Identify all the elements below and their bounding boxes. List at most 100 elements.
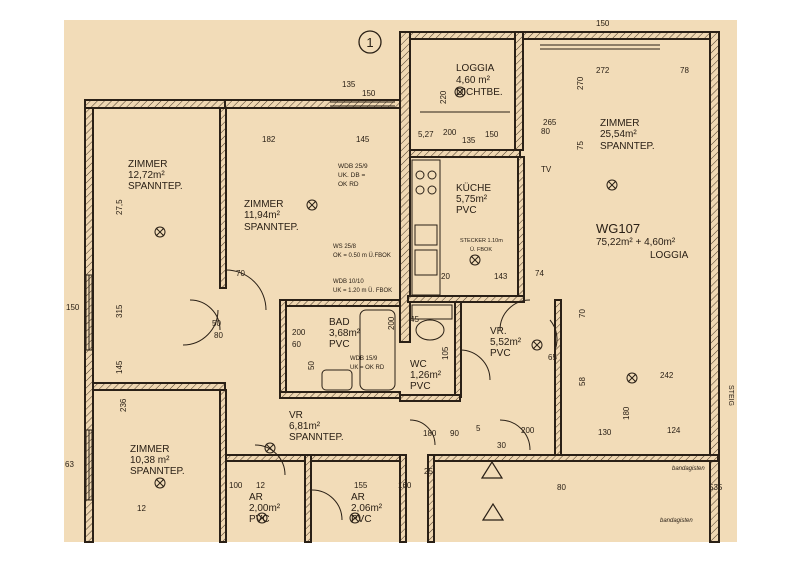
room-floor: SPANNTEP. <box>289 432 344 443</box>
dimension-text: 80 <box>541 127 550 136</box>
room-area: 25,54m² <box>600 129 637 140</box>
room-floor: PVC <box>329 339 350 350</box>
dimension-text: 200 <box>443 128 457 137</box>
dimension-text: 58 <box>578 377 587 386</box>
tape-label: bandagisten <box>672 466 705 472</box>
note-line: OK = 0.50 m Ü.FBOK <box>333 252 391 259</box>
room-area: 5,52m² <box>490 337 522 348</box>
room-name: ZIMMER <box>600 118 639 129</box>
room-name: ZIMMER <box>130 444 169 455</box>
dimension-text: 105 <box>441 346 450 360</box>
room-floor: SPANNTEP. <box>130 466 185 477</box>
dimension-text: 200 <box>387 316 396 330</box>
tape-label: bandagisten <box>660 518 693 524</box>
dimension-text: 145 <box>356 135 370 144</box>
room-floor: PVC <box>249 514 270 525</box>
room-name: LOGGIA <box>456 63 495 74</box>
room-floor: PVC <box>351 514 372 525</box>
dimension-text: 50 <box>307 361 316 370</box>
dimension-text: 75 <box>576 141 585 150</box>
dimension-text: 200 <box>521 426 535 435</box>
dimension-text: 180 <box>423 429 437 438</box>
dimension-text: 50 <box>212 319 221 328</box>
dimension-text: 70 <box>578 309 587 318</box>
dimension-text: 70 <box>236 269 245 278</box>
dimension-text: 80 <box>557 483 566 492</box>
unit-number: WG107 <box>596 221 640 236</box>
room-area: 1,26m² <box>410 370 442 381</box>
dimension-text: 90 <box>450 429 459 438</box>
dimension-text: 535 <box>709 483 723 492</box>
dimension-text: 12 <box>256 481 265 490</box>
room-name: BAD <box>329 317 350 328</box>
dimension-text: 150 <box>362 89 376 98</box>
note-line: STECKER 1.10m <box>460 238 503 244</box>
dimension-text: 25 <box>424 467 433 476</box>
room-area: 2,00m² <box>249 503 281 514</box>
dimension-text: 5 <box>476 424 481 433</box>
stair-triangles <box>480 460 505 521</box>
room-area: 5,75m² <box>456 194 488 205</box>
dimension-text: 80 <box>214 331 223 340</box>
dimension-text: 20 <box>441 272 450 281</box>
note-line: UK = OK RD <box>350 365 385 371</box>
bathroom-fixtures <box>321 304 453 391</box>
kitchen-counter <box>411 159 441 296</box>
note-line: WS 25/8 <box>333 244 357 250</box>
room-name: ZIMMER <box>244 199 283 210</box>
dimension-text: 78 <box>680 66 689 75</box>
note-line: WDB 15/9 <box>350 356 378 362</box>
dimension-text: 236 <box>119 398 128 412</box>
unit-loggia-label: LOGGIA <box>650 250 689 261</box>
stair-label: STEIG <box>727 385 734 406</box>
windows <box>85 44 660 501</box>
room-floor: PVC <box>490 348 511 359</box>
note-line: OK RD <box>338 181 359 188</box>
room-area: 12,72m² <box>128 170 165 181</box>
dimension-text: 100 <box>229 481 243 490</box>
dimension-text: 27,5 <box>115 199 124 215</box>
dimension-text: 155 <box>354 481 368 490</box>
dimension-text: 315 <box>115 304 124 318</box>
room-name: VR <box>289 410 303 421</box>
dimension-text: 180 <box>622 406 631 420</box>
tv-label: TV <box>541 165 552 174</box>
dimension-text: 150 <box>66 303 80 312</box>
dimension-text: 45 <box>410 315 419 324</box>
light-markers <box>154 86 638 524</box>
room-floor: SPANNTEP. <box>128 181 183 192</box>
room-name: KÜCHE <box>456 182 491 194</box>
room-name: VR. <box>490 326 507 337</box>
note-line: UK. DB = <box>338 172 365 179</box>
dimension-text: 150 <box>596 19 610 28</box>
room-area: 4,60 m² <box>456 75 491 86</box>
room-floor: SPANNTEP. <box>600 141 655 152</box>
unit-area: 75,22m² + 4,60m² <box>596 237 676 248</box>
dimension-text: 145 <box>115 360 124 374</box>
dimension-text: 143 <box>494 272 508 281</box>
room-name: WC <box>410 359 427 370</box>
dimension-text: 242 <box>660 371 674 380</box>
dimension-text: 12 <box>137 504 146 513</box>
note-line: WDB 25/9 <box>338 163 368 170</box>
dimension-text: 270 <box>576 76 585 90</box>
room-floor: PVC <box>410 381 431 392</box>
notes: WDB 25/9 UK. DB = OK RD WS 25/8 OK = 0.5… <box>333 163 503 371</box>
marker-circle-icon <box>358 30 382 54</box>
room-area: 3,68m² <box>329 328 361 339</box>
note-line: UK = 1.20 m Ü. FBOK <box>333 287 392 294</box>
room-area: 2,06m² <box>351 503 383 514</box>
note-line: Ü. FBOK <box>470 246 492 253</box>
dimension-text: 124 <box>667 426 681 435</box>
room-floor: DICHTBE. <box>456 87 503 98</box>
dimension-text: 220 <box>439 90 448 104</box>
room-floor: SPANNTEP. <box>244 222 299 233</box>
dimension-text: 65 <box>548 353 557 362</box>
dimension-text: 60 <box>292 340 301 349</box>
marker-number: 1 <box>366 35 373 50</box>
dimension-labels: 150 135 150 182 145 272 78 220 75 270 26… <box>65 19 723 513</box>
dimension-text: 200 <box>292 328 306 337</box>
room-name: AR <box>351 492 365 503</box>
dimension-text: 265 <box>543 118 557 127</box>
